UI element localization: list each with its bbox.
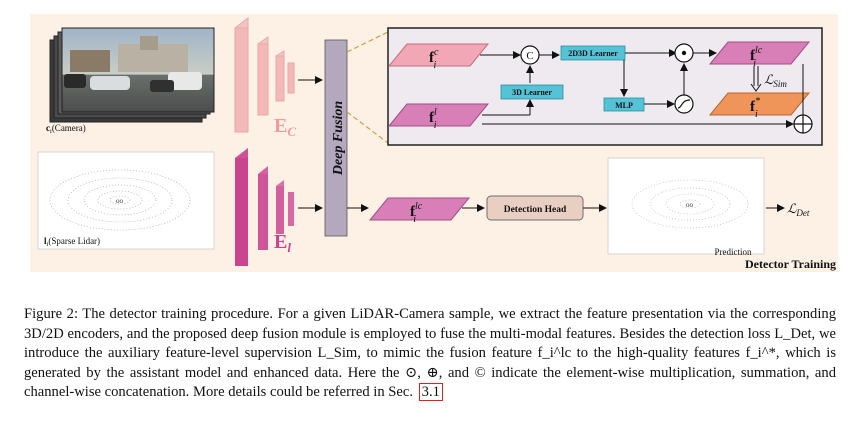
detection-head-label: Detection Head — [504, 205, 567, 215]
detector-training-label: Detector Training — [745, 257, 836, 271]
camera-label: ci(Camera) — [46, 123, 86, 135]
sigmoid-circle — [674, 94, 694, 114]
section-reference-link[interactable]: 3.1 — [418, 383, 443, 401]
mlp-label: MLP — [615, 101, 633, 110]
lidar-encoder — [235, 148, 294, 266]
lidar-points — [49, 169, 191, 231]
fused-feature-bottom — [368, 197, 471, 221]
learner-2d3d-label: 2D3D Learner — [568, 49, 618, 58]
prediction-label: Prediction — [715, 247, 752, 257]
fused-feature-top — [708, 41, 811, 65]
camera-image-stack — [49, 27, 215, 123]
deep-fusion-label: Deep Fusion — [331, 101, 346, 177]
camera-feature — [387, 43, 490, 67]
figure-caption: Figure 2: The detector training procedur… — [24, 305, 836, 403]
star-feature — [708, 92, 811, 116]
svg-text:fli: fli — [429, 107, 437, 131]
svg-text:oo: oo — [116, 197, 124, 205]
lidar-feature — [387, 103, 490, 127]
learner-3d-box — [500, 84, 564, 100]
lidar-image — [37, 151, 215, 250]
deep-fusion-bar — [324, 39, 348, 237]
learner-3d-label: 3D Learner — [512, 88, 552, 97]
svg-text:oo: oo — [686, 201, 694, 209]
prediction-image — [607, 157, 765, 255]
lidar-label: li(Sparse Lidar) — [44, 236, 100, 248]
encoder-lidar-label: El — [274, 231, 291, 255]
caption-text: Figure 2: The detector training procedur… — [24, 306, 836, 400]
concat-symbol: C — [526, 50, 533, 62]
camera-encoder — [234, 16, 295, 134]
